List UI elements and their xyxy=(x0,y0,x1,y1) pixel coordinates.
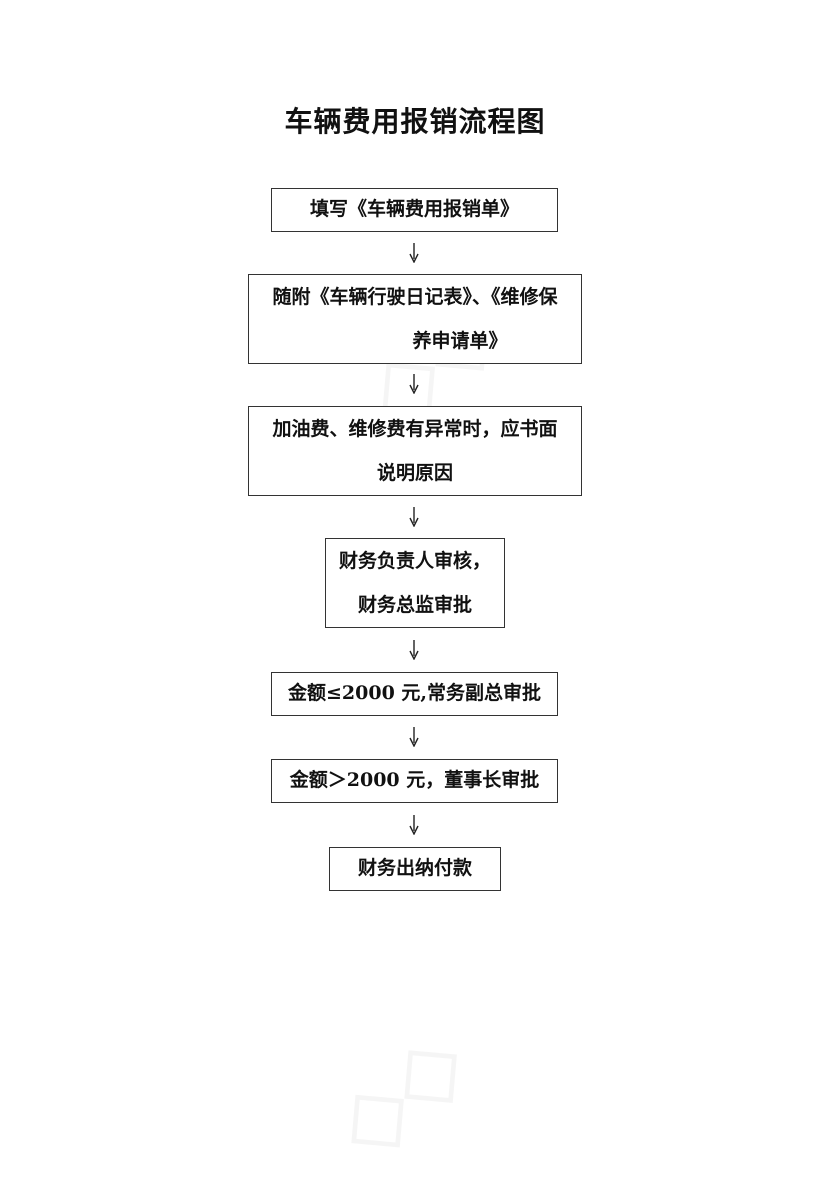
step-text: 说明原因 xyxy=(376,462,453,484)
flow-step-attach-documents: 随附《车辆行驶日记表》、《维修保 养申请单》 xyxy=(248,274,582,364)
down-arrow-icon xyxy=(409,374,419,394)
down-arrow-icon xyxy=(409,815,419,835)
flow-step-finance-review: 财务负责人审核， 财务总监审批 xyxy=(325,538,505,628)
step-text: 金额≤2000 元,常务副总审批 xyxy=(287,682,542,705)
down-arrow-icon xyxy=(409,243,419,263)
step-text: 金额＞2000 元，董事长审批 xyxy=(289,769,540,792)
step-text: 养申请单》 xyxy=(412,330,508,352)
step-text: 填写《车辆费用报销单》 xyxy=(309,198,519,221)
step-text: 随附《车辆行驶日记表》、《维修保 xyxy=(272,286,558,308)
watermark: ◇◇ xyxy=(312,1008,486,1178)
step-text: 财务出纳付款 xyxy=(357,857,472,880)
flow-step-explain-anomalies: 加油费、维修费有异常时，应书面 说明原因 xyxy=(248,406,582,496)
down-arrow-icon xyxy=(409,640,419,660)
flow-step-fill-form: 填写《车辆费用报销单》 xyxy=(271,188,558,232)
flow-step-deputy-approval: 金额≤2000 元,常务副总审批 xyxy=(271,672,558,716)
flow-step-cashier-payment: 财务出纳付款 xyxy=(329,847,501,891)
down-arrow-icon xyxy=(409,507,419,527)
flow-step-chairman-approval: 金额＞2000 元，董事长审批 xyxy=(271,759,558,803)
down-arrow-icon xyxy=(409,727,419,747)
page-title: 车辆费用报销流程图 xyxy=(284,105,546,138)
step-text: 财务负责人审核， xyxy=(338,550,491,572)
step-text: 加油费、维修费有异常时，应书面 xyxy=(272,418,558,440)
step-text: 财务总监审批 xyxy=(357,594,472,616)
